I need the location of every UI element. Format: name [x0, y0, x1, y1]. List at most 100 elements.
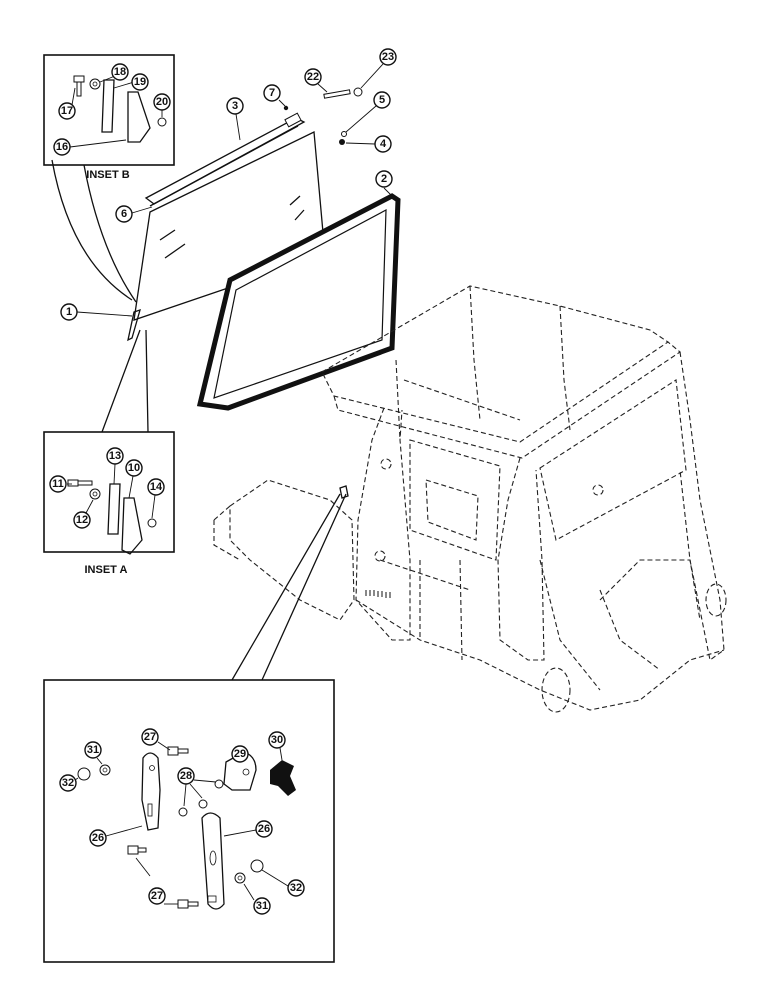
svg-text:29: 29	[234, 748, 246, 760]
callout-23[interactable]: 23	[360, 48, 397, 89]
inset-b-bolt	[73, 75, 85, 97]
inset-a-bracket-13	[107, 483, 121, 535]
callout-7[interactable]: 7	[263, 84, 286, 107]
svg-text:28: 28	[180, 770, 192, 782]
callout-16[interactable]: 16	[53, 138, 127, 156]
callout-17[interactable]: 17	[58, 87, 76, 120]
svg-text:20: 20	[156, 96, 168, 108]
callout-32-bottom[interactable]: 32	[261, 869, 305, 897]
inset-a-pointer	[101, 329, 149, 433]
callout-31-top[interactable]: 31	[84, 741, 103, 765]
washer-5	[341, 131, 347, 137]
svg-text:32: 32	[62, 777, 74, 789]
svg-text:10: 10	[128, 462, 140, 474]
inset-b-frame	[43, 54, 175, 166]
svg-text:26: 26	[92, 832, 104, 844]
inset-a: INSET A 11 12 13 10	[43, 431, 175, 576]
svg-text:2: 2	[381, 173, 387, 185]
svg-text:6: 6	[121, 208, 127, 220]
inset-b: INSET B 17 18 19	[43, 54, 175, 181]
callout-19[interactable]: 19	[113, 73, 149, 91]
cap-23	[353, 87, 363, 97]
callout-31-bottom[interactable]: 31	[243, 883, 271, 915]
svg-text:27: 27	[151, 890, 163, 902]
side-strip	[127, 308, 141, 342]
svg-text:5: 5	[379, 94, 385, 106]
callout-6[interactable]: 6	[115, 205, 153, 223]
svg-text:16: 16	[56, 141, 68, 153]
svg-text:14: 14	[150, 481, 163, 493]
washer-28-b	[198, 799, 208, 809]
window-assembly	[127, 87, 401, 411]
callout-4[interactable]: 4	[345, 135, 392, 153]
svg-text:22: 22	[307, 71, 319, 83]
inset-b-nut	[157, 117, 167, 127]
latch-link-left	[141, 752, 161, 831]
callout-18[interactable]: 18	[99, 63, 129, 83]
callout-3[interactable]: 3	[226, 97, 244, 141]
callout-29[interactable]: 29	[231, 745, 249, 763]
callout-5[interactable]: 5	[345, 91, 391, 133]
svg-text:12: 12	[76, 514, 88, 526]
callout-11[interactable]: 11	[49, 475, 72, 493]
inset-b-plate-16	[127, 91, 151, 143]
svg-text:31: 31	[256, 900, 268, 912]
washer-28-a	[178, 807, 188, 817]
callout-27-top[interactable]: 27	[141, 728, 171, 751]
latch-pointer	[231, 493, 347, 681]
svg-text:31: 31	[87, 744, 99, 756]
screw-4	[339, 139, 345, 145]
callout-1[interactable]: 1	[60, 303, 133, 321]
callout-12[interactable]: 12	[73, 499, 94, 529]
callout-28[interactable]: 28	[177, 767, 217, 807]
top-channel	[144, 117, 306, 205]
svg-text:18: 18	[114, 66, 126, 78]
inset-b-bracket-19	[101, 79, 115, 133]
svg-text:17: 17	[61, 105, 73, 117]
latch-link-right	[201, 812, 225, 910]
callout-20[interactable]: 20	[153, 93, 171, 117]
callout-26-right[interactable]: 26	[223, 820, 273, 838]
latch-detail: 27 32 31 28 29 30 26 26	[43, 679, 335, 963]
tractor-cab	[213, 285, 727, 713]
svg-text:1: 1	[66, 306, 72, 318]
bolt-27-bottom	[177, 899, 199, 909]
callout-26-left[interactable]: 26	[89, 825, 143, 847]
svg-text:7: 7	[269, 87, 275, 99]
callout-27-bottom[interactable]: 27	[135, 857, 178, 905]
svg-text:30: 30	[271, 734, 283, 746]
callout-2[interactable]: 2	[375, 170, 393, 197]
bolt-27-left	[127, 845, 147, 855]
knob-30	[270, 760, 296, 796]
svg-text:32: 32	[290, 882, 302, 894]
bolt-27-top	[167, 746, 189, 756]
svg-text:27: 27	[144, 731, 156, 743]
callout-30[interactable]: 30	[268, 731, 286, 761]
inset-a-washer	[89, 488, 101, 500]
callout-10[interactable]: 10	[125, 459, 143, 499]
washer-28-c	[214, 779, 224, 789]
svg-text:26: 26	[258, 823, 270, 835]
callout-32-top[interactable]: 32	[59, 774, 79, 792]
svg-text:19: 19	[134, 76, 146, 88]
inset-b-pointer	[51, 159, 137, 303]
inset-b-washer	[89, 78, 101, 90]
svg-text:4: 4	[380, 138, 387, 150]
pin-22	[323, 89, 351, 99]
svg-text:13: 13	[109, 450, 121, 462]
rivet-7	[283, 105, 289, 111]
inset-a-nut	[147, 518, 157, 528]
inset-a-plate-10	[121, 497, 143, 555]
callout-14[interactable]: 14	[147, 478, 165, 519]
nut-32-bottom	[250, 859, 264, 873]
inset-a-frame	[43, 431, 175, 553]
inset-a-bolt	[67, 479, 93, 487]
inset-b-title: INSET B	[86, 169, 129, 181]
callout-22[interactable]: 22	[304, 68, 328, 93]
latch-detail-frame	[43, 679, 335, 963]
callout-13[interactable]: 13	[106, 447, 124, 485]
svg-text:3: 3	[232, 100, 238, 112]
inset-a-title: INSET A	[85, 564, 128, 576]
svg-text:23: 23	[382, 51, 394, 63]
